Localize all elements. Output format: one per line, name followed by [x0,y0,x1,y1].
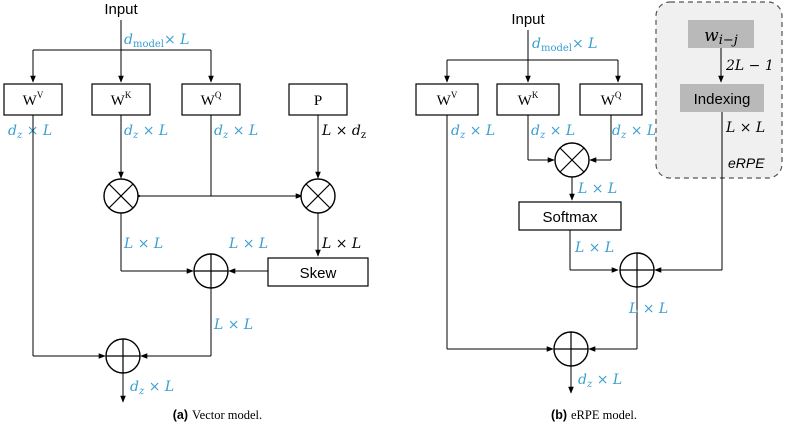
a-wq-out-dim: dz × L [214,123,258,141]
a-add-out-dim: L × L [213,317,253,333]
a-wv-box [3,83,63,116]
a-wv-label: WV [23,90,44,109]
erpe-label: eRPE [728,155,765,171]
b-wv-label: WV [437,90,458,109]
a-wq-label: WQ [201,90,222,109]
b-caption-text: eRPE model. [571,408,637,422]
a-caption-text: Vector model. [192,408,262,422]
a-input-label: Input [104,1,138,18]
b-caption-tag: (b) [551,408,567,422]
a-input-dim: dmodel× L [124,32,189,50]
b-final-out-dim: dz × L [578,372,622,390]
panel-b: wi−j 2L − 1 Indexing L × L eRPE Input dm… [415,1,783,422]
a-skew-out-dim: L × L [228,236,268,252]
b-wk-out-dim: dz × L [531,123,575,141]
b-wv-out-dim: dz × L [451,123,495,141]
a-wk-box [91,83,151,116]
a-skew-in-dim: L × L [321,236,361,252]
a-p-box [288,83,348,116]
b-wk-label: WK [518,90,539,109]
a-caption-tag: (a) [173,408,188,422]
b-softmax-label: Softmax [542,209,598,226]
b-indexing-box [680,84,764,112]
b-indexing-label: Indexing [694,91,751,108]
b-wq-label: WQ [601,90,622,109]
b-softmax-out-dim: L × L [574,240,614,256]
a-wk-out-dim: dz × L [124,123,168,141]
b-wk-box [496,83,560,116]
a-wv-out-dim: dz × L [8,123,52,141]
b-wq-out-dim: dz × L [612,123,656,141]
b-w-box [688,20,754,48]
b-w-label: wi−j [704,26,738,48]
b-mult-out-dim: L × L [577,181,617,197]
a-left-mult-dim: L × L [123,236,163,252]
a-skew-label: Skew [300,265,337,282]
panel-a: Input dmodel× L WV WK WQ P dz × L dz × L… [3,1,369,422]
b-wq-box [579,83,643,116]
a-final-out-dim: dz × L [130,379,174,397]
a-wk-label: WK [111,90,132,109]
b-add-out-dim: L × L [628,301,668,317]
b-w-out-dim: 2L − 1 [725,58,774,74]
b-input-label: Input [511,11,545,28]
b-input-dim: dmodel× L [532,36,597,54]
a-p-label: P [314,93,322,109]
b-index-out-dim: L × L [725,120,765,136]
a-p-out-dim: L × dz [321,123,366,141]
b-softmax-box [518,201,622,231]
a-skew-box [267,257,369,287]
